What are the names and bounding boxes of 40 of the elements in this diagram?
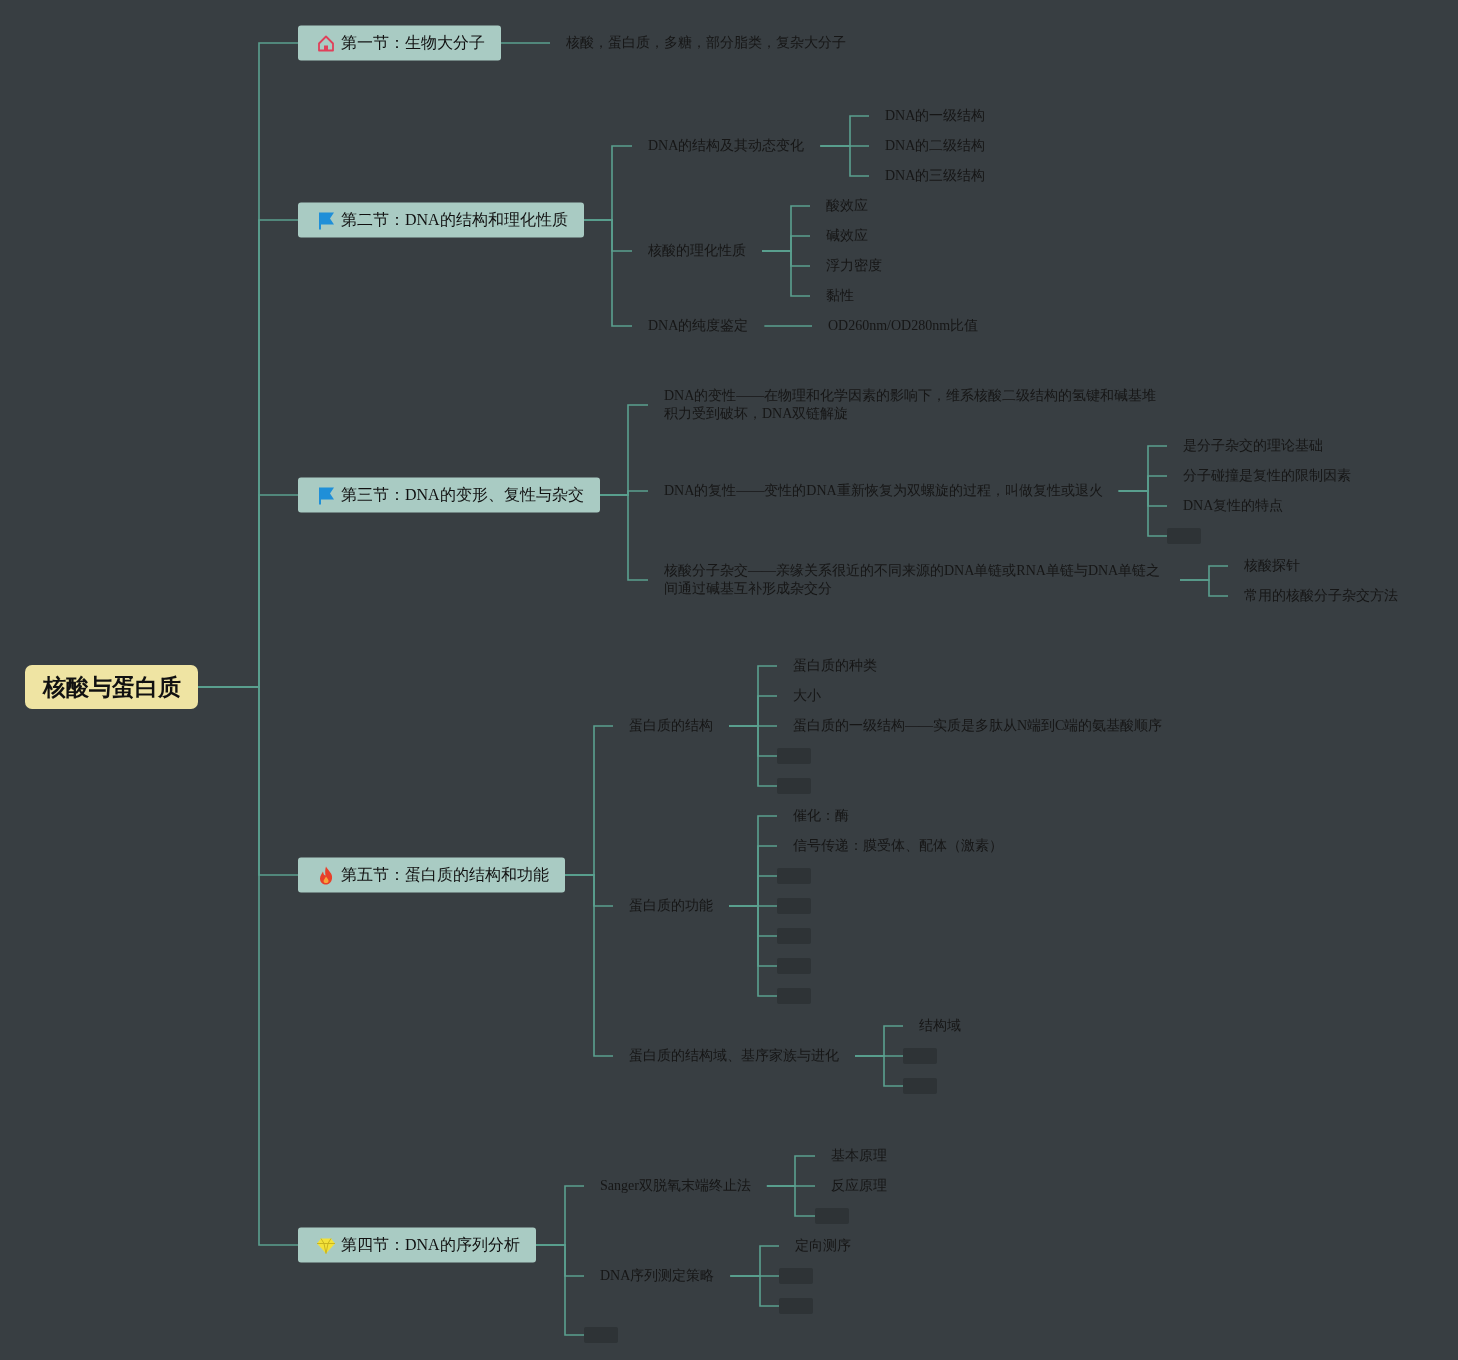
topic-label: 第一节：生物大分子 (341, 32, 485, 53)
branch-line (582, 219, 633, 327)
branch-line (728, 725, 778, 787)
empty-topic (779, 1298, 813, 1314)
empty-topic (903, 1078, 937, 1094)
branch-line (1117, 490, 1168, 537)
topic-label: 第三节：DNA的变形、复性与杂交 (341, 484, 584, 505)
central-topic-label: 核酸与蛋白质 (42, 672, 181, 702)
section-topic-box (298, 477, 600, 513)
branch-line (761, 250, 811, 297)
empty-topic (777, 958, 811, 974)
topic-label: 第二节：DNA的结构和理化性质 (341, 209, 568, 230)
empty-topic (779, 1268, 813, 1284)
empty-topic (815, 1208, 849, 1224)
empty-topic (777, 748, 811, 764)
branch-line (729, 1275, 780, 1307)
branch-line (854, 1055, 904, 1087)
branch-line (763, 325, 813, 327)
empty-topic (777, 928, 811, 944)
empty-topic (903, 1048, 937, 1064)
branch-line (598, 494, 649, 581)
topic-label: 第四节：DNA的序列分析 (341, 1234, 520, 1255)
section-topic-box (298, 1227, 536, 1263)
branch-line (819, 145, 870, 177)
empty-topic (777, 868, 811, 884)
branch-line (728, 905, 778, 997)
section-topic-box (298, 202, 584, 238)
empty-topic (777, 898, 811, 914)
empty-topic (777, 988, 811, 1004)
empty-topic (1167, 528, 1201, 544)
section-topic-box (298, 857, 565, 893)
empty-topic (777, 778, 811, 794)
central-topic-box (25, 665, 198, 709)
branch-line (534, 1244, 585, 1336)
empty-topic (584, 1327, 618, 1343)
topic-label: 第五节：蛋白质的结构和功能 (341, 864, 549, 885)
branch-line (766, 1185, 816, 1217)
branch-line (1179, 579, 1229, 597)
branch-line (500, 42, 551, 44)
section-topic-box (298, 25, 501, 61)
